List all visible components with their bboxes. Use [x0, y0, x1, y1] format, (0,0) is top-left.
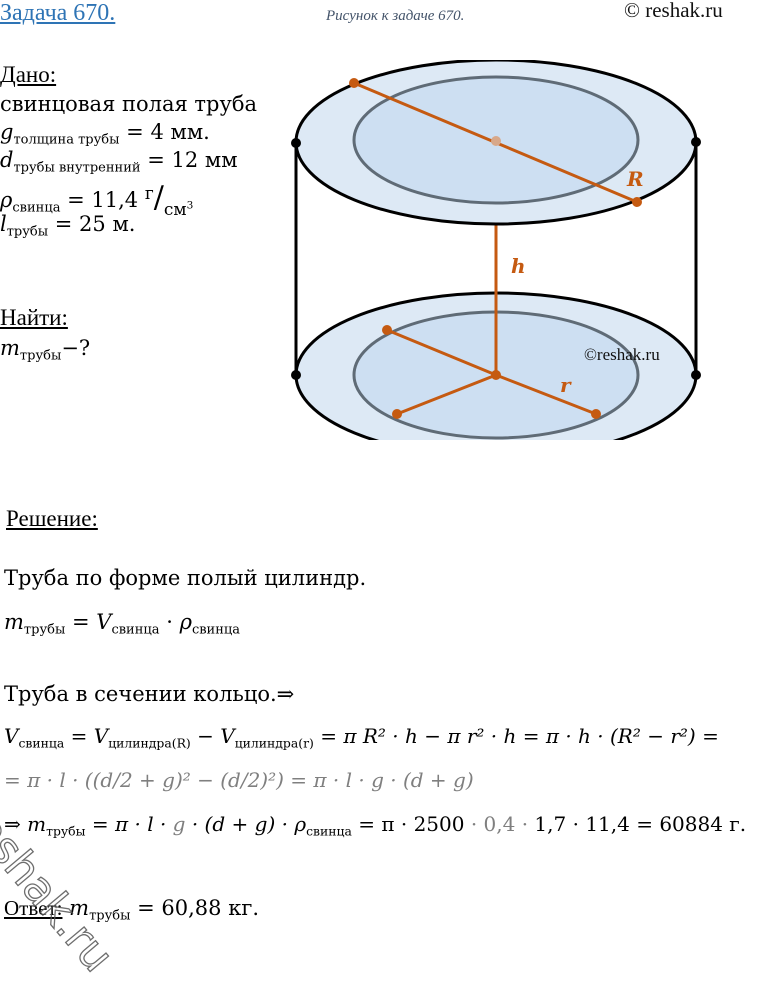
var-m: m	[0, 336, 20, 360]
task-title-link[interactable]: Задача 670.	[0, 0, 116, 26]
solution-line-shape: Труба по форме полый цилиндр.	[4, 566, 367, 590]
var-l: l	[0, 212, 7, 236]
label-r: r	[560, 373, 572, 397]
density-unit: г/см3	[144, 180, 194, 220]
radius-end-point	[382, 325, 392, 335]
given-thickness: gтолщина трубы = 4 мм.	[0, 120, 210, 147]
top-center-point	[491, 136, 501, 146]
given-density: ρсвинца = 11,4 г/см3	[0, 180, 194, 220]
unknown-mark: −?	[61, 336, 91, 360]
sub-diameter: трубы внутренний	[13, 160, 141, 176]
copyright-label: © reshak.ru	[624, 0, 723, 22]
radius-line-3	[495, 373, 597, 416]
vertex-point	[291, 370, 301, 380]
given-heading: Дано:	[0, 62, 57, 87]
find-unknown: mтрубы−?	[0, 336, 91, 363]
given-length: lтрубы = 25 м.	[0, 212, 136, 239]
value-thickness: = 4 мм.	[119, 120, 210, 144]
value-density: = 11,4	[60, 188, 145, 212]
sub-density: свинца	[12, 200, 61, 216]
sub-thickness: толщина трубы	[13, 132, 120, 148]
figure-caption: Рисунок к задаче 670.	[326, 8, 465, 24]
var-d: d	[0, 148, 14, 172]
sub-pipe: трубы	[19, 348, 62, 364]
solution-mass-calc: ⇒ mтрубы = π · l · g · (d + g) · ρсвинца…	[4, 812, 747, 839]
hollow-cylinder-figure: R h r	[291, 60, 701, 440]
label-h: h	[511, 254, 526, 278]
radius-line-2	[396, 373, 497, 416]
var-g: g	[0, 120, 14, 144]
diameter-end-point	[632, 197, 642, 207]
solution-heading: Решение:	[6, 506, 98, 531]
solution-volume-formula: Vсвинца = Vцилиндра(R) − Vцилиндра(r) = …	[4, 724, 719, 751]
solution-line-section: Труба в сечении кольцо.⇒	[4, 682, 295, 706]
find-heading: Найти:	[0, 305, 68, 330]
radius-line-1	[386, 328, 497, 377]
value-diameter: = 12 мм	[140, 148, 238, 172]
value-length: = 25 м.	[48, 212, 136, 236]
given-diameter: dтрубы внутренний = 12 мм	[0, 148, 238, 175]
answer-value: = 60,88 кг.	[130, 896, 260, 920]
var-rho: ρ	[0, 188, 13, 212]
radius-end-point	[591, 409, 601, 419]
diameter-end-point	[349, 78, 359, 88]
given-material: свинцовая полая труба	[0, 92, 257, 116]
figure-watermark: ©reshak.ru	[584, 345, 660, 364]
answer-line: Ответ: mтрубы = 60,88 кг.	[4, 896, 260, 924]
solution-volume-expansion: = π · l · ((d/2 + g)² − (d/2)²) = π · l …	[4, 768, 474, 792]
bottom-center-point	[491, 370, 501, 380]
solution-mass-formula: mтрубы = Vсвинца · ρсвинца	[4, 610, 241, 638]
answer-heading: Ответ:	[4, 896, 63, 920]
answer-var-m: m	[69, 896, 90, 920]
vertex-point	[691, 370, 701, 380]
radius-end-point	[392, 409, 402, 419]
sub-length: трубы	[6, 224, 49, 240]
label-R: R	[626, 167, 644, 191]
vertex-point	[291, 138, 301, 148]
vertex-point	[691, 137, 701, 147]
